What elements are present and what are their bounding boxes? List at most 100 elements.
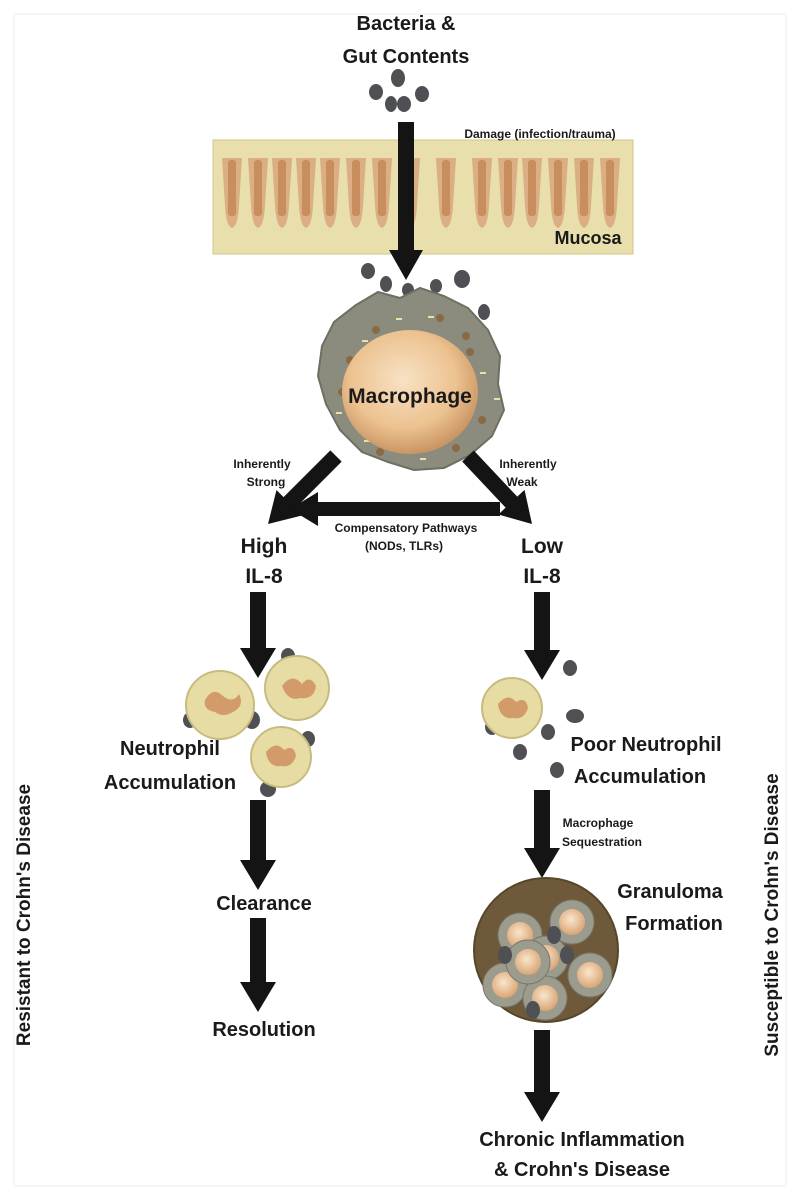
bacterium <box>430 279 442 293</box>
poor-neutrophil-line-2: Accumulation <box>574 766 706 788</box>
resistant-label: Resistant to Crohn's Disease <box>14 784 35 1046</box>
high-il8-line-2: IL-8 <box>245 565 283 588</box>
granule <box>436 314 444 322</box>
villus-core <box>478 160 486 216</box>
arrow <box>524 592 560 680</box>
weak-label-line-1: Inherently <box>499 457 557 471</box>
bacterium <box>391 69 405 87</box>
granuloma-line-1: Granuloma <box>617 881 723 903</box>
neutrophil-nucleus <box>266 745 296 767</box>
title-line-1: Bacteria & <box>357 13 456 35</box>
sequestration-line-2: Sequestration <box>562 835 642 849</box>
neutrophil-nucleus <box>498 697 528 719</box>
bacterium <box>385 96 397 112</box>
villus-core <box>528 160 536 216</box>
mucosa-label: Mucosa <box>554 228 622 248</box>
granule-fleck <box>336 412 342 414</box>
bacterium <box>541 724 555 740</box>
villus-core <box>302 160 310 216</box>
bacterium <box>361 263 375 279</box>
bacterium <box>526 1001 540 1019</box>
villus-core <box>504 160 512 216</box>
bacterium <box>513 744 527 760</box>
strong-label-line-2: Strong <box>247 475 286 489</box>
neutrophil-accumulation-line-2: Accumulation <box>104 772 236 794</box>
granuloma-line-2: Formation <box>625 913 723 935</box>
villus-core <box>326 160 334 216</box>
chronic-line-1: Chronic Inflammation <box>479 1129 685 1151</box>
strong-label-line-1: Inherently <box>233 457 291 471</box>
granule-fleck <box>480 372 486 374</box>
arrow <box>524 1030 560 1122</box>
macrophage-nucleus <box>342 330 478 454</box>
granule-fleck <box>396 318 402 320</box>
neutrophil-accumulation-line-1: Neutrophil <box>120 738 220 760</box>
granuloma <box>473 877 619 1023</box>
neutrophil-nucleus <box>282 678 316 699</box>
bacterium <box>566 709 584 723</box>
sequestration-line-1: Macrophage <box>563 816 634 830</box>
villus-core <box>442 160 450 216</box>
title-line-2: Gut Contents <box>343 46 470 68</box>
high-il8-line-1: High <box>241 535 288 558</box>
bacterium <box>563 660 577 676</box>
granule-fleck <box>420 458 426 460</box>
bacterium <box>380 276 392 292</box>
neutrophil-nucleus <box>204 691 241 715</box>
villus-core <box>228 160 236 216</box>
compensatory-label-line-2: (NODs, TLRs) <box>365 539 443 553</box>
neutrophil-cluster-left <box>185 655 330 788</box>
arrow <box>290 492 500 526</box>
granule-fleck <box>362 340 368 342</box>
bacterium <box>478 304 490 320</box>
villus-core <box>278 160 286 216</box>
bacterium <box>454 270 470 288</box>
low-il8-line-1: Low <box>521 535 564 558</box>
bacterium <box>498 946 512 964</box>
villus-core <box>352 160 360 216</box>
arrow <box>240 592 276 678</box>
granuloma-macrophage-nucleus <box>515 949 541 975</box>
mucosa-layer <box>212 139 634 255</box>
macrophage-label: Macrophage <box>348 385 472 408</box>
granuloma-macrophage-nucleus <box>559 909 585 935</box>
villus-core <box>378 160 386 216</box>
arrow <box>240 800 276 890</box>
villus-core <box>554 160 562 216</box>
neutrophil-cluster-right <box>481 677 543 739</box>
granule <box>462 332 470 340</box>
macrophage-cell <box>316 286 506 472</box>
arrow <box>462 450 532 524</box>
granuloma-macrophage-nucleus <box>492 972 518 998</box>
weak-label-line-2: Weak <box>506 475 537 489</box>
clearance-label: Clearance <box>216 893 312 915</box>
bacterium <box>397 96 411 112</box>
granule-fleck <box>364 440 370 442</box>
arrow <box>240 918 276 1012</box>
bacterium <box>550 762 564 778</box>
compensatory-label-line-1: Compensatory Pathways <box>335 521 478 535</box>
villus-core <box>580 160 588 216</box>
susceptible-label: Susceptible to Crohn's Disease <box>762 773 783 1056</box>
bacterium <box>547 926 561 944</box>
low-il8-line-2: IL-8 <box>523 565 561 588</box>
arrow <box>389 122 423 280</box>
granuloma-macrophages <box>482 899 613 1021</box>
bacterium <box>415 86 429 102</box>
granule <box>478 416 486 424</box>
bacterium <box>369 84 383 100</box>
granule <box>466 348 474 356</box>
granule-fleck <box>428 316 434 318</box>
granule <box>376 448 384 456</box>
arrow <box>524 790 560 878</box>
granuloma-macrophage-nucleus <box>577 962 603 988</box>
granule <box>372 326 380 334</box>
villi-group <box>222 158 620 228</box>
villus-core <box>254 160 262 216</box>
villus-core <box>606 160 614 216</box>
damage-label: Damage (infection/trauma) <box>464 127 615 141</box>
chronic-line-2: & Crohn's Disease <box>494 1159 670 1181</box>
arrow <box>268 450 342 524</box>
poor-neutrophil-line-1: Poor Neutrophil <box>570 734 721 756</box>
